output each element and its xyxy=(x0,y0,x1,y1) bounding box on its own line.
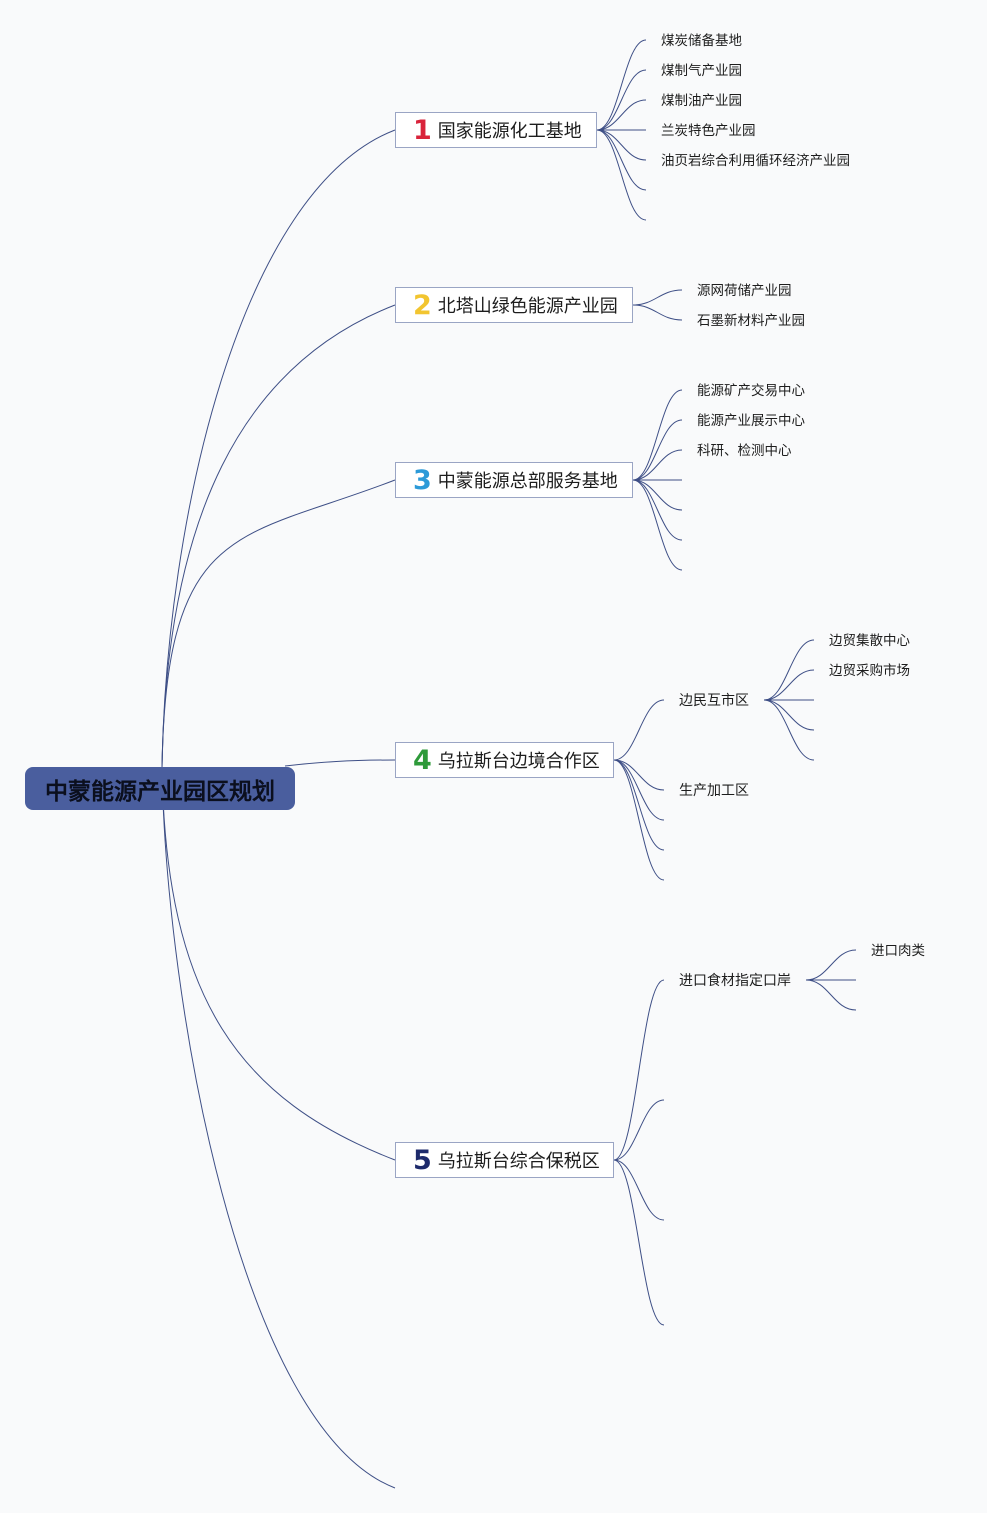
link-root-branch-1 xyxy=(161,129,396,769)
leaf-imported-meat[interactable]: 进口肉类 xyxy=(871,943,925,959)
branch-1-number: 1 xyxy=(413,114,432,146)
root-label: 中蒙能源产业园区规划 xyxy=(45,778,275,805)
link-branch-5-4 xyxy=(613,1159,665,1326)
link-branch-1-2 xyxy=(596,69,647,131)
link-branch-1-1 xyxy=(596,39,647,131)
link-branch-5-1 xyxy=(613,979,665,1161)
link-branch-2-1 xyxy=(632,289,683,306)
link-branch-3-7 xyxy=(632,479,683,571)
leaf-border-trade-purchase-market[interactable]: 边贸采购市场 xyxy=(829,663,910,679)
leaf-border-trade-distribution-center[interactable]: 边贸集散中心 xyxy=(829,633,910,649)
branch-4-number: 4 xyxy=(413,744,432,776)
branch-5-node[interactable]: 5 乌拉斯台综合保税区 xyxy=(395,1142,614,1178)
link-branch-3-5 xyxy=(632,479,683,511)
link-branch-1-6 xyxy=(596,129,647,191)
branch-3-number: 3 xyxy=(413,464,432,496)
link-root-branch-2 xyxy=(161,304,396,769)
branch-5-label: 乌拉斯台综合保税区 xyxy=(437,1151,600,1172)
branch-4-label: 乌拉斯台边境合作区 xyxy=(437,751,600,772)
link-branch-1-3 xyxy=(596,99,647,131)
sub-border-market-zone[interactable]: 边民互市区 xyxy=(679,693,749,709)
leaf-grid-load-storage-park[interactable]: 源网荷储产业园 xyxy=(697,283,792,299)
link-branch-5-2 xyxy=(613,1099,665,1161)
sub-processing-zone[interactable]: 生产加工区 xyxy=(679,783,749,799)
leaf-coal-to-gas-park[interactable]: 煤制气产业园 xyxy=(661,63,742,79)
leaf-coal-to-oil-park[interactable]: 煤制油产业园 xyxy=(661,93,742,109)
leaf-mineral-exchange-center[interactable]: 能源矿产交易中心 xyxy=(697,383,805,399)
link-branch-3-1 xyxy=(632,389,683,481)
branch-2-number: 2 xyxy=(413,289,432,321)
link-root-branch-5 xyxy=(161,767,396,1161)
link-branch-1-7 xyxy=(596,129,647,221)
sub-imported-food-port[interactable]: 进口食材指定口岸 xyxy=(679,973,791,989)
link-sub-4-1-4 xyxy=(763,699,815,731)
link-branch-3-3 xyxy=(632,449,683,481)
branch-3-node[interactable]: 3 中蒙能源总部服务基地 xyxy=(395,462,633,498)
link-sub-5-1-3 xyxy=(805,979,857,1011)
leaf-coal-reserve-base[interactable]: 煤炭储备基地 xyxy=(661,33,742,49)
link-branch-1-5 xyxy=(596,129,647,161)
link-branch-4-4 xyxy=(613,759,665,851)
branch-2-label: 北塔山绿色能源产业园 xyxy=(437,296,618,317)
leaf-industry-exhibition-center[interactable]: 能源产业展示中心 xyxy=(697,413,805,429)
leaf-oil-shale-park[interactable]: 油页岩综合利用循环经济产业园 xyxy=(661,153,850,169)
link-branch-4-3 xyxy=(613,759,665,821)
branch-5-number: 5 xyxy=(413,1144,432,1176)
link-branch-4-2 xyxy=(613,759,665,791)
branch-1-node[interactable]: 1 国家能源化工基地 xyxy=(395,112,597,148)
link-branch-4-1 xyxy=(613,699,665,761)
leaf-research-testing-center[interactable]: 科研、检测中心 xyxy=(697,443,792,459)
link-branch-5-3 xyxy=(613,1159,665,1221)
leaf-graphite-materials-park[interactable]: 石墨新材料产业园 xyxy=(697,313,805,329)
leaf-semi-coke-park[interactable]: 兰炭特色产业园 xyxy=(661,123,756,139)
link-branch-3-6 xyxy=(632,479,683,541)
branch-3-label: 中蒙能源总部服务基地 xyxy=(437,471,618,492)
link-sub-4-1-1 xyxy=(763,639,815,701)
root-node[interactable]: 中蒙能源产业园区规划 xyxy=(25,767,295,810)
branch-1-label: 国家能源化工基地 xyxy=(437,121,582,142)
link-sub-5-1-1 xyxy=(805,949,857,981)
link-root-branch-6 xyxy=(161,767,396,1489)
link-branch-2-2 xyxy=(632,304,683,321)
link-branch-3-2 xyxy=(632,419,683,481)
branch-4-node[interactable]: 4 乌拉斯台边境合作区 xyxy=(395,742,614,778)
link-root-branch-3 xyxy=(161,479,396,769)
link-sub-4-1-5 xyxy=(763,699,815,761)
branch-2-node[interactable]: 2 北塔山绿色能源产业园 xyxy=(395,287,633,323)
link-root-branch-4 xyxy=(284,759,396,767)
link-sub-4-1-2 xyxy=(763,669,815,701)
link-branch-4-5 xyxy=(613,759,665,881)
